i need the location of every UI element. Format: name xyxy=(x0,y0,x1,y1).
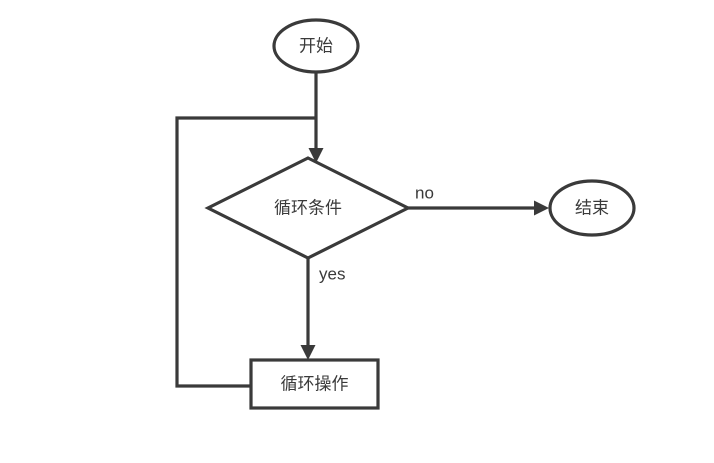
edge-label-yes: yes xyxy=(319,264,345,283)
edge-label-no: no xyxy=(415,183,434,202)
arrowhead-down-icon xyxy=(308,148,324,163)
condition-diamond[interactable] xyxy=(204,156,412,260)
edge-condition-to-end xyxy=(408,200,549,216)
arrowhead-right-icon xyxy=(534,200,549,216)
node-condition[interactable]: 循环条件 xyxy=(204,156,412,260)
condition-label: 循环条件 xyxy=(274,198,342,217)
node-start[interactable]: 开始 xyxy=(272,18,360,74)
node-operation[interactable]: 循环操作 xyxy=(249,358,380,410)
operation-rect[interactable] xyxy=(249,358,380,410)
edge-operation-to-condition xyxy=(175,116,316,388)
node-end[interactable]: 结束 xyxy=(548,179,636,237)
start-label: 开始 xyxy=(299,36,333,55)
edge-start-to-condition xyxy=(308,72,324,163)
end-ellipse[interactable] xyxy=(548,179,636,237)
arrowhead-down-2-icon xyxy=(300,345,316,360)
start-ellipse[interactable] xyxy=(272,18,360,74)
operation-label: 循环操作 xyxy=(281,374,349,393)
edge-condition-to-operation xyxy=(300,258,316,360)
edge-operation-to-condition-line xyxy=(175,116,316,388)
end-label: 结束 xyxy=(575,198,609,217)
